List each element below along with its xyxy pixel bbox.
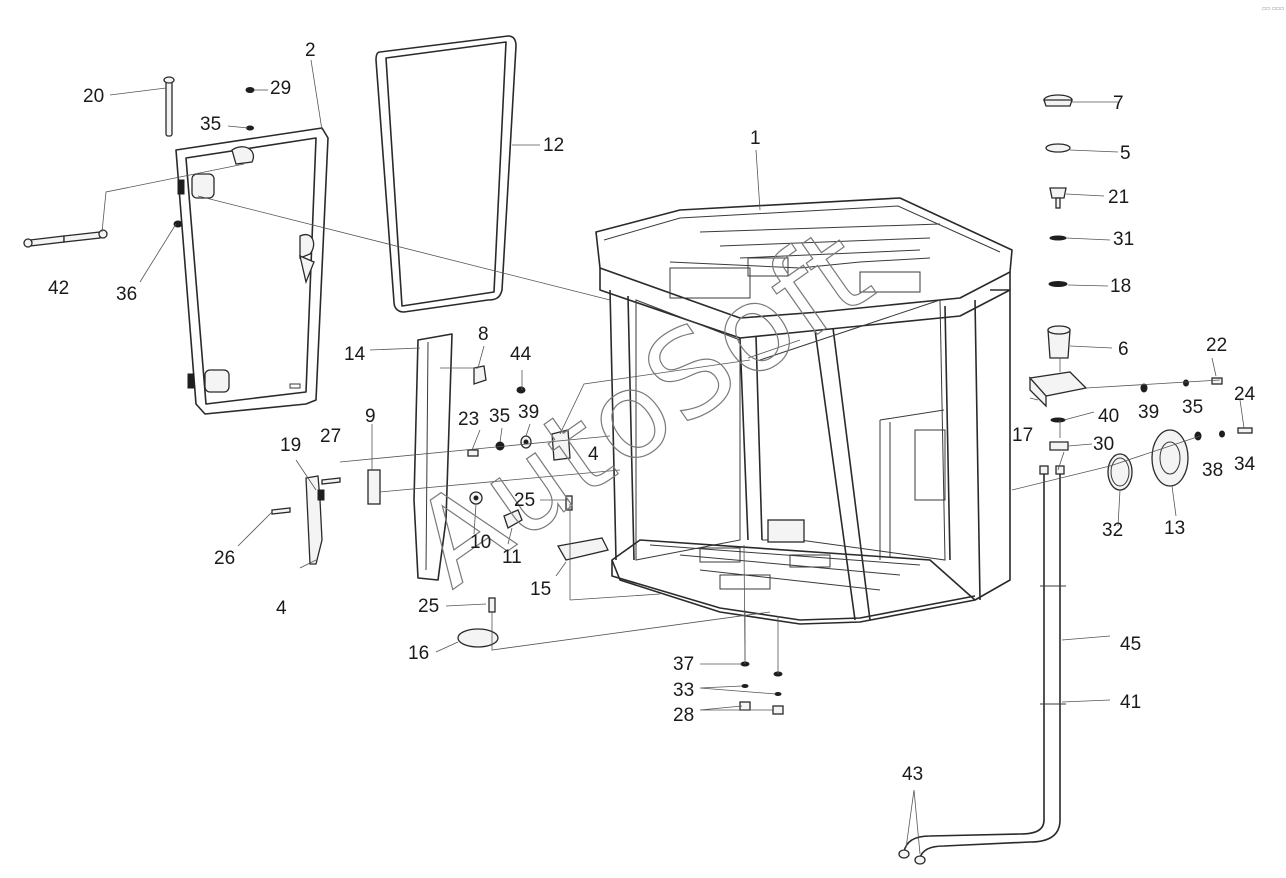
corner-mark: ▫▫ ▫▫▫: [1262, 5, 1284, 12]
callout-35-right: 35: [1182, 397, 1203, 418]
callout-4-hinge: 4: [276, 598, 287, 619]
small-parts-center: [467, 386, 573, 613]
callout-29: 29: [270, 78, 291, 99]
callout-39-center: 39: [518, 402, 539, 423]
callout-35-left: 35: [200, 114, 221, 135]
callout-31: 31: [1113, 229, 1134, 250]
callout-10: 10: [470, 532, 491, 553]
callout-19: 19: [280, 435, 301, 456]
callout-13: 13: [1164, 518, 1185, 539]
callout-27: 27: [320, 426, 341, 447]
callout-37: 37: [673, 654, 694, 675]
callout-44: 44: [510, 344, 532, 365]
window-seal: [375, 35, 517, 313]
door: [175, 127, 329, 415]
callout-38: 38: [1202, 460, 1223, 481]
callout-34: 34: [1234, 454, 1256, 475]
callout-43: 43: [902, 764, 923, 785]
callout-22: 22: [1206, 335, 1227, 356]
filler-stack: [1043, 94, 1073, 359]
callout-23: 23: [458, 409, 479, 430]
callout-28: 28: [673, 705, 694, 726]
plate-15: [556, 537, 609, 561]
callout-25-bottom: 25: [418, 596, 439, 617]
callout-45: 45: [1120, 634, 1141, 655]
leader-lines: [101, 59, 1245, 855]
callout-11: 11: [502, 547, 522, 568]
pillar-cover: [413, 333, 453, 581]
callout-40: 40: [1098, 406, 1119, 427]
hinge-parts: [271, 469, 381, 565]
callout-2: 2: [305, 40, 316, 61]
right-fasteners: [1049, 377, 1253, 491]
callout-16: 16: [408, 643, 429, 664]
fasteners-left: [173, 87, 255, 228]
bottom-washers: [739, 661, 784, 715]
hoses: [898, 465, 1066, 865]
callout-8: 8: [478, 324, 489, 345]
hinge-pin: [163, 76, 175, 137]
callout-25-top: 25: [514, 490, 535, 511]
callout-6: 6: [1118, 339, 1129, 360]
callout-1: 1: [750, 128, 761, 149]
callout-33: 33: [673, 680, 694, 701]
callout-36: 36: [116, 284, 137, 305]
cab-frame: [595, 197, 1013, 625]
callout-39-right: 39: [1138, 402, 1159, 423]
gas-strut: [23, 229, 108, 248]
callout-12: 12: [543, 135, 564, 156]
cover-16: [457, 628, 499, 648]
callout-15: 15: [530, 579, 551, 600]
watermark-text: AutoSoft: [389, 200, 896, 613]
bracket-8: [473, 365, 487, 385]
callout-17: 17: [1012, 425, 1033, 446]
bracket-17: [1028, 371, 1088, 408]
callout-24: 24: [1234, 384, 1256, 405]
callout-20: 20: [83, 86, 104, 107]
callout-30: 30: [1093, 434, 1114, 455]
callout-32: 32: [1102, 520, 1123, 541]
callout-7: 7: [1113, 93, 1124, 114]
callout-5: 5: [1120, 143, 1131, 164]
callout-21: 21: [1108, 187, 1129, 208]
callout-35-center: 35: [489, 406, 510, 427]
callout-18: 18: [1110, 276, 1131, 297]
callout-42: 42: [48, 278, 69, 299]
callout-4-center: 4: [588, 444, 599, 465]
callout-9: 9: [365, 406, 376, 427]
callout-41: 41: [1120, 692, 1141, 713]
callout-labels: 1 2 4 4 5 6 7 8 9 10 11 12 13 14 15 16 1…: [48, 40, 1256, 785]
callout-26: 26: [214, 548, 235, 569]
callout-14: 14: [344, 344, 366, 365]
